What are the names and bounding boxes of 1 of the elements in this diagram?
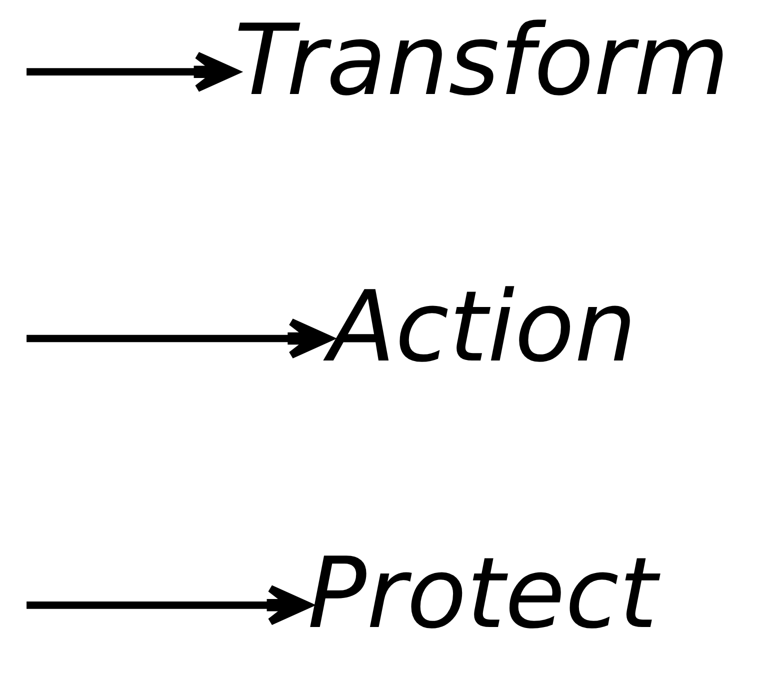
node-text: Transform [234, 4, 730, 118]
